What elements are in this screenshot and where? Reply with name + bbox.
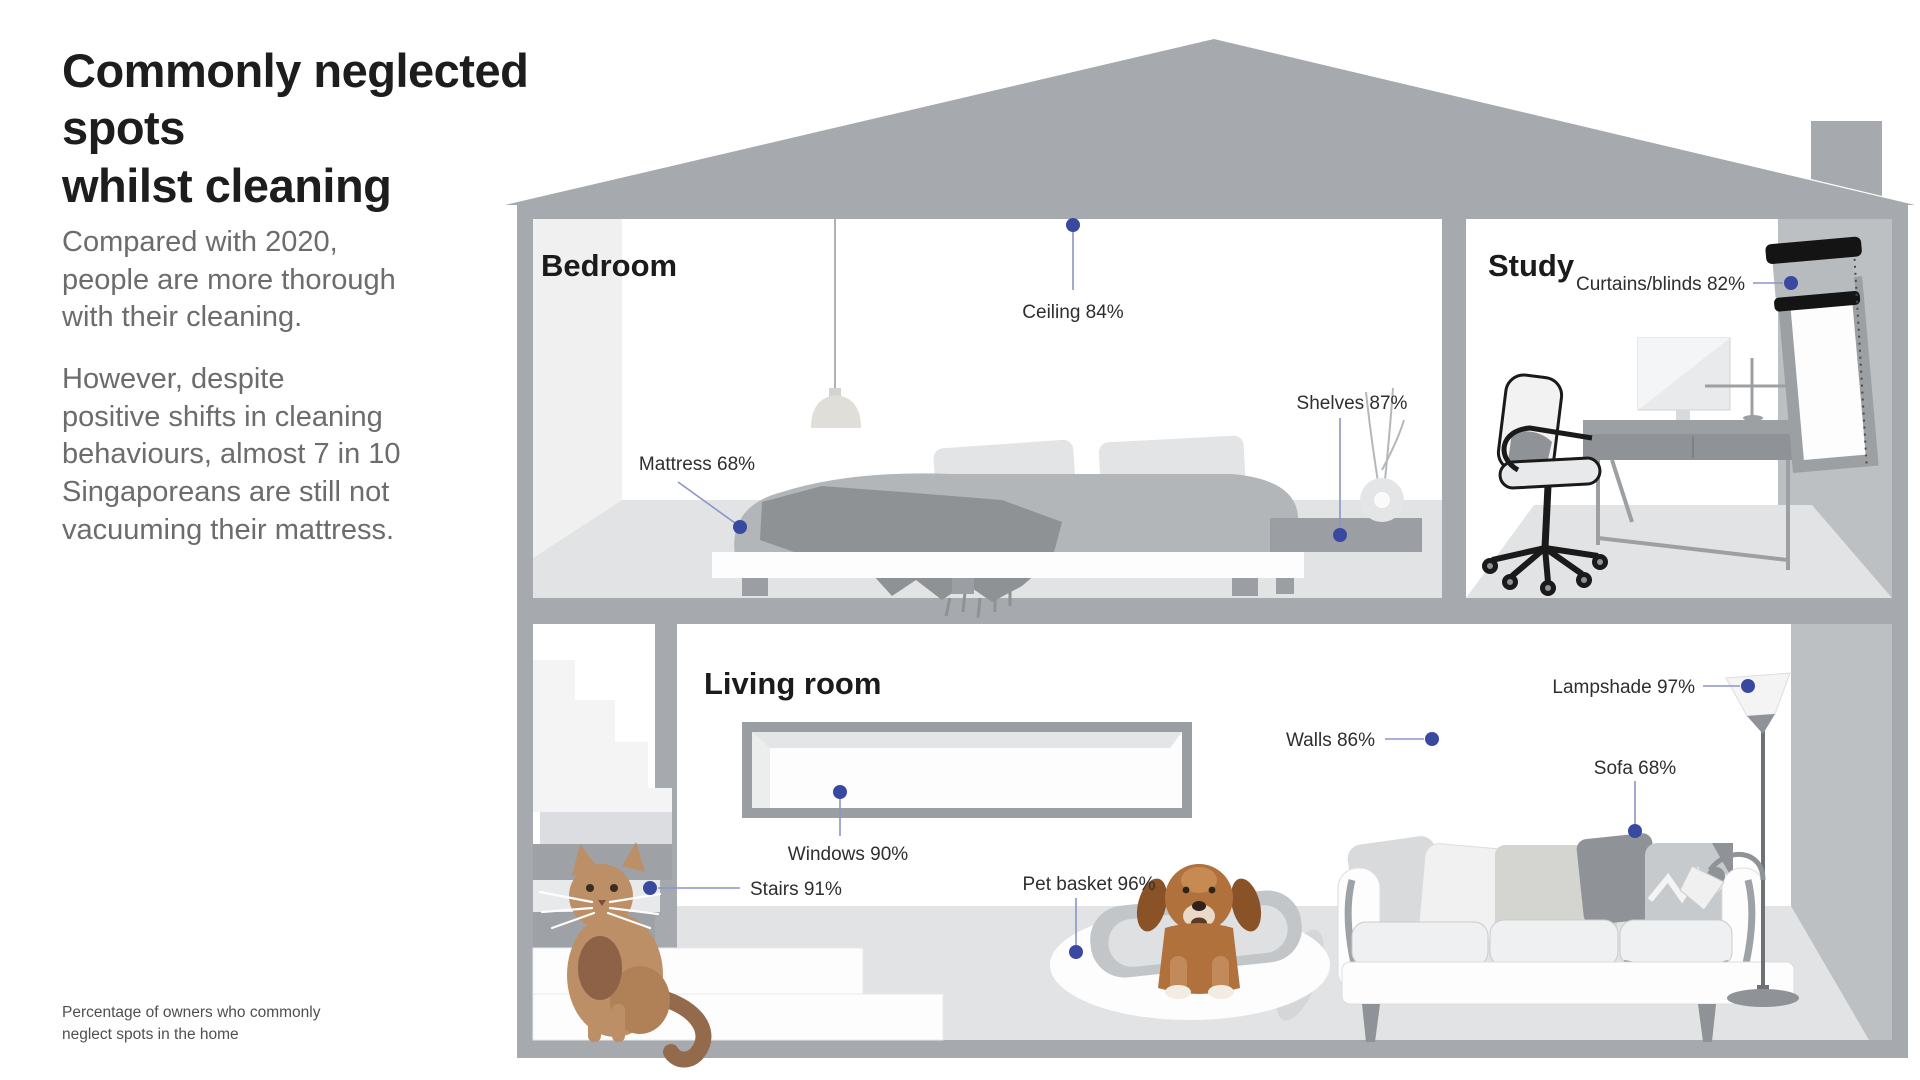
spot-marker-ceiling: Ceiling 84% xyxy=(1022,218,1124,323)
spot-marker-stairs: Stairs 91% xyxy=(643,879,842,900)
chimney xyxy=(1811,121,1882,196)
study-floor xyxy=(1466,505,1892,598)
shelf-illustration xyxy=(1270,387,1422,552)
bed-illustration xyxy=(712,435,1304,619)
stairs-marker-dot xyxy=(643,881,657,895)
spot-marker-curtains: Curtains/blinds 82% xyxy=(1576,274,1798,295)
page-title-line-1: Commonly neglected spots xyxy=(62,44,529,155)
roof xyxy=(505,39,1915,205)
stairs-illustration xyxy=(532,660,944,1041)
ceiling-label: Ceiling 84% xyxy=(1022,302,1123,323)
windows-label: Windows 90% xyxy=(788,844,908,865)
ceiling-marker-dot xyxy=(1066,218,1080,232)
mattress-label: Mattress 68% xyxy=(639,454,755,475)
sofa-marker-dot xyxy=(1628,824,1642,838)
sofa-illustration xyxy=(1337,833,1795,1042)
page-title: Commonly neglected spots whilst cleaning xyxy=(62,42,622,214)
study-title: Study xyxy=(1488,248,1575,283)
walls-marker-dot xyxy=(1425,732,1439,746)
living-room-window-illustration xyxy=(742,722,1192,818)
bedroom-title: Bedroom xyxy=(541,248,677,283)
shelves-marker-dot xyxy=(1333,528,1347,542)
mattress-marker-dot xyxy=(733,520,747,534)
bedroom-side-wall xyxy=(533,219,622,558)
lampshade-label: Lampshade 97% xyxy=(1552,677,1695,698)
pendant-lamp-icon xyxy=(811,219,861,428)
spot-marker-mattress: Mattress 68% xyxy=(639,454,755,534)
curtains-label: Curtains/blinds 82% xyxy=(1576,274,1745,295)
pet-basket-marker-dot xyxy=(1069,945,1083,959)
intro-paragraph-2: However, despite positive shifts in clea… xyxy=(62,363,401,546)
footnote: Percentage of owners who commonly neglec… xyxy=(62,1004,321,1043)
shelves-label: Shelves 87% xyxy=(1297,393,1408,414)
bedroom-study-divider-wall xyxy=(1442,219,1466,598)
pet-basket-dog-illustration xyxy=(1050,864,1330,1021)
spot-marker-lampshade: Lampshade 97% xyxy=(1552,677,1755,698)
cat-illustration xyxy=(538,842,712,1068)
sofa-label: Sofa 68% xyxy=(1594,758,1676,779)
spot-marker-walls: Walls 86% xyxy=(1286,730,1439,751)
floor-lamp-illustration xyxy=(1679,672,1799,1007)
pet-basket-label: Pet basket 96% xyxy=(1022,874,1155,895)
study-window-blind-illustration xyxy=(1765,236,1879,474)
lampshade-marker-dot xyxy=(1741,679,1755,693)
intro-text: Compared with 2020, people are more thor… xyxy=(62,224,452,574)
windows-marker-dot xyxy=(833,785,847,799)
stairs-label: Stairs 91% xyxy=(750,879,842,900)
curtains-marker-dot xyxy=(1784,276,1798,290)
spot-marker-windows: Windows 90% xyxy=(788,785,908,865)
house-frame xyxy=(517,205,1908,1058)
desk-illustration xyxy=(1583,337,1803,570)
office-chair-illustration xyxy=(1482,373,1608,596)
intro-paragraph-1: Compared with 2020, people are more thor… xyxy=(62,226,396,334)
page-title-line-2: whilst cleaning xyxy=(62,158,392,212)
spot-marker-pet-basket: Pet basket 96% xyxy=(1022,874,1156,959)
spot-marker-shelves: Shelves 87% xyxy=(1297,393,1408,542)
living-room-title: Living room xyxy=(704,666,881,701)
spot-marker-sofa: Sofa 68% xyxy=(1594,758,1676,838)
walls-label: Walls 86% xyxy=(1286,730,1375,751)
